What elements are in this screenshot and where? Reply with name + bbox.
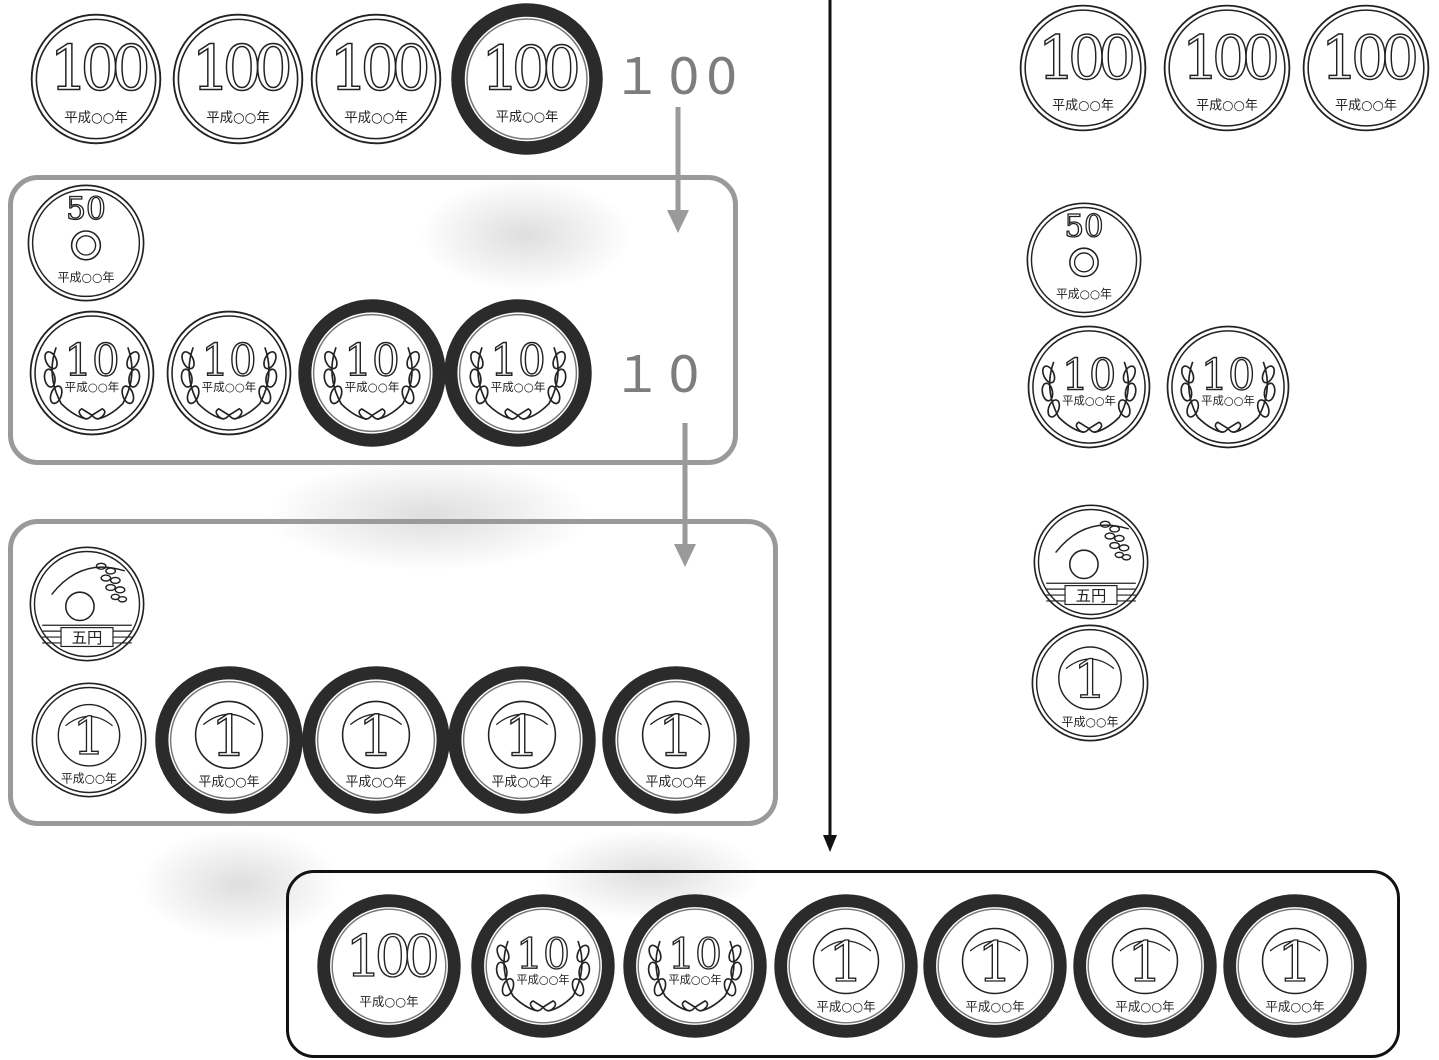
- coin-50: 50 平成○○年: [26, 183, 146, 303]
- coin-1-highlighted: 1 平成○○年: [602, 666, 750, 814]
- svg-text:10: 10: [668, 930, 722, 979]
- coin-1-highlighted: 1 平成○○年: [923, 894, 1067, 1038]
- svg-text:平成○○年: 平成○○年: [1062, 715, 1119, 729]
- svg-text:平成○○年: 平成○○年: [1201, 394, 1255, 408]
- svg-text:平成○○年: 平成○○年: [359, 994, 418, 1009]
- svg-text:平成○○年: 平成○○年: [965, 999, 1024, 1014]
- coin-100: 100 平成○○年: [1301, 3, 1431, 133]
- svg-text:平成○○年: 平成○○年: [64, 110, 128, 126]
- svg-text:1: 1: [658, 704, 694, 769]
- coin-1-highlighted: 1 平成○○年: [1223, 894, 1367, 1038]
- svg-text:平成○○年: 平成○○年: [206, 110, 270, 126]
- svg-text:平成○○年: 平成○○年: [816, 999, 875, 1014]
- coin-5: 五円: [1032, 503, 1150, 621]
- svg-text:10: 10: [64, 337, 119, 387]
- coin-50: 50 平成○○年: [1025, 201, 1143, 319]
- svg-text:平成○○年: 平成○○年: [1196, 99, 1258, 114]
- coin-100: 100 平成○○年: [29, 12, 163, 146]
- coin-1: 1 平成○○年: [1030, 623, 1150, 743]
- svg-text:平成○○年: 平成○○年: [199, 775, 260, 790]
- coin-1-highlighted: 1 平成○○年: [774, 894, 918, 1038]
- svg-text:平成○○年: 平成○○年: [646, 775, 707, 790]
- svg-text:平成○○年: 平成○○年: [1335, 99, 1397, 114]
- svg-text:1: 1: [829, 930, 864, 994]
- svg-text:100: 100: [345, 923, 436, 990]
- coin-100: 100 平成○○年: [309, 12, 443, 146]
- svg-text:五円: 五円: [72, 629, 103, 647]
- svg-text:1: 1: [358, 704, 394, 769]
- svg-text:平成○○年: 平成○○年: [1115, 999, 1174, 1014]
- coin-1-highlighted: 1 平成○○年: [302, 666, 450, 814]
- shadow-blob: [270, 460, 590, 570]
- svg-text:100: 100: [329, 33, 427, 105]
- svg-text:1: 1: [211, 704, 247, 769]
- coin-100: 100 平成○○年: [1162, 3, 1292, 133]
- svg-text:1: 1: [72, 707, 105, 767]
- svg-text:1: 1: [1128, 930, 1163, 994]
- coin-1-highlighted: 1 平成○○年: [448, 666, 596, 814]
- svg-text:平成○○年: 平成○○年: [61, 771, 117, 785]
- result-panel: [286, 870, 1400, 1058]
- svg-text:10: 10: [201, 337, 256, 387]
- svg-text:100: 100: [49, 33, 147, 105]
- svg-text:100: 100: [191, 33, 289, 105]
- svg-text:10: 10: [1201, 351, 1256, 401]
- coin-1-highlighted: 1 平成○○年: [1073, 894, 1217, 1038]
- svg-text:平成○○年: 平成○○年: [202, 380, 257, 394]
- svg-text:平成○○年: 平成○○年: [492, 775, 553, 790]
- svg-text:10: 10: [490, 336, 546, 387]
- svg-text:平成○○年: 平成○○年: [496, 109, 559, 125]
- coin-100: 100 平成○○年: [171, 12, 305, 146]
- svg-text:10: 10: [516, 930, 570, 979]
- ones-exchange-panel: [8, 519, 778, 826]
- svg-text:平成○○年: 平成○○年: [345, 380, 400, 394]
- svg-text:平成○○年: 平成○○年: [1265, 999, 1324, 1014]
- svg-text:平成○○年: 平成○○年: [1062, 394, 1116, 408]
- svg-text:平成○○年: 平成○○年: [516, 972, 569, 986]
- arrow-head: [823, 835, 837, 852]
- shadow-blob: [420, 180, 630, 290]
- svg-text:10: 10: [344, 336, 400, 387]
- svg-text:100: 100: [1321, 23, 1416, 93]
- svg-text:平成○○年: 平成○○年: [668, 972, 721, 986]
- svg-text:50: 50: [1064, 209, 1103, 244]
- coin-100: 100 平成○○年: [1018, 3, 1148, 133]
- svg-text:100: 100: [1038, 23, 1133, 93]
- svg-text:平成○○年: 平成○○年: [346, 775, 407, 790]
- coin-100-highlighted: 100 平成○○年: [451, 3, 603, 155]
- svg-text:平成○○年: 平成○○年: [1052, 99, 1114, 114]
- svg-text:1: 1: [978, 930, 1013, 994]
- svg-text:1: 1: [1073, 649, 1107, 710]
- hundreds-place-label: １00: [612, 48, 744, 106]
- svg-text:100: 100: [1182, 23, 1277, 93]
- coin-100-highlighted: 100 平成○○年: [317, 894, 461, 1038]
- svg-text:100: 100: [481, 35, 577, 105]
- svg-text:平成○○年: 平成○○年: [344, 110, 408, 126]
- svg-text:平成○○年: 平成○○年: [65, 380, 120, 394]
- svg-text:10: 10: [1062, 351, 1117, 401]
- svg-text:平成○○年: 平成○○年: [1056, 287, 1112, 301]
- tens-exchange-panel: [8, 175, 738, 465]
- svg-text:平成○○年: 平成○○年: [491, 380, 546, 394]
- svg-text:五円: 五円: [1076, 587, 1107, 605]
- coin-1: 1 平成○○年: [30, 681, 148, 799]
- svg-text:1: 1: [1278, 930, 1313, 994]
- tens-place-label: １0: [612, 346, 706, 404]
- coin-5: 五円: [28, 545, 146, 663]
- svg-text:50: 50: [66, 191, 106, 227]
- svg-text:平成○○年: 平成○○年: [58, 270, 115, 284]
- svg-text:1: 1: [504, 704, 540, 769]
- coin-1-highlighted: 1 平成○○年: [155, 666, 303, 814]
